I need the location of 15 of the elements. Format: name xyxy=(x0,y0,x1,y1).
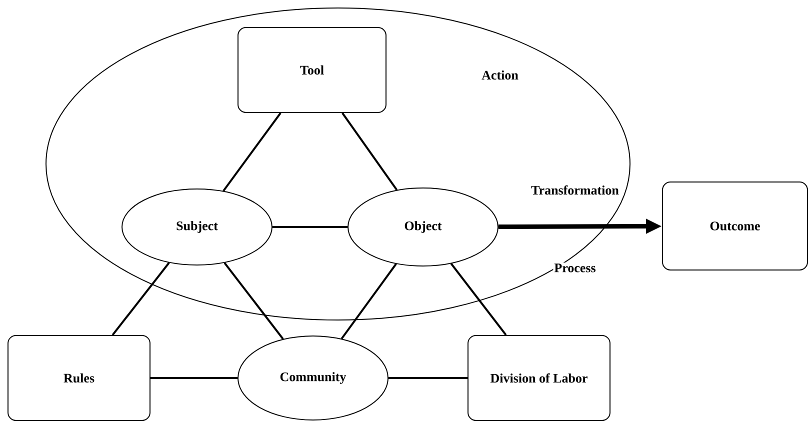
connector-line xyxy=(342,112,398,191)
connector-line xyxy=(222,112,282,192)
arrow-label: Transformation xyxy=(530,184,620,196)
arrow-label: Process xyxy=(553,262,597,274)
connector-line xyxy=(450,263,507,336)
connector-line xyxy=(150,377,238,379)
outcome-box: Outcome xyxy=(662,182,808,270)
rules-box: Rules xyxy=(8,335,150,421)
connector-line xyxy=(112,262,170,336)
connector-line xyxy=(272,226,348,228)
division-box: Division of Labor xyxy=(468,335,610,421)
connector-line xyxy=(340,263,397,340)
connector-line xyxy=(388,377,468,379)
connector-line xyxy=(224,262,284,340)
tool-box: Tool xyxy=(238,27,386,113)
